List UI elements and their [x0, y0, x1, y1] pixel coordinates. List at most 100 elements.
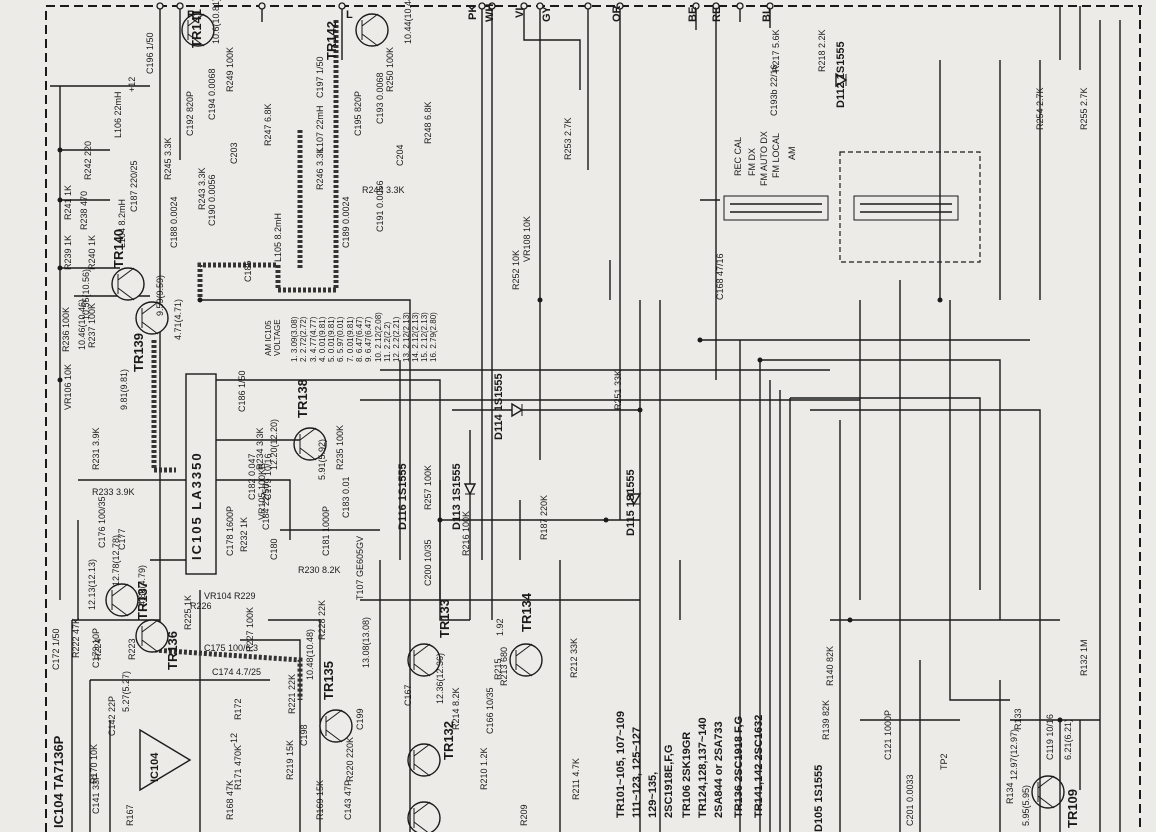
label-tr138: TR138 — [295, 378, 310, 418]
voltage-c: 9.81(9.81) — [119, 368, 129, 410]
label-tr109: TR109 — [1065, 788, 1080, 828]
label-r241: R241 1K — [63, 184, 73, 220]
label-vr108: VR108 10K — [522, 215, 532, 262]
label-r247: R247 6.8K — [263, 103, 273, 146]
label-tr136: TR136 — [165, 630, 180, 670]
note-8: TR136 2SC1918 F,G — [733, 715, 745, 818]
voltage-b: 10.46(10.46) — [77, 298, 87, 350]
label-r248: R248 6.8K — [423, 101, 433, 144]
label-r239: R239 1K — [63, 234, 73, 270]
voltage-g: 12.78(12.78) — [111, 534, 121, 586]
label-c187: C187 220/25 — [129, 160, 139, 212]
switch-label-fm-auto-dx: FM AUTO DX — [759, 131, 769, 186]
label-r238: R238 470 — [79, 190, 89, 230]
voltage-m: 12.97(12.97) — [1009, 728, 1019, 780]
switch-label-fm-dx: FM DX — [747, 148, 757, 176]
label-c175: C175 100/6.3 — [204, 643, 259, 653]
label-minus12: -12 — [229, 732, 239, 746]
bus-label-gy: GY — [541, 6, 553, 22]
label-c141: C141 33P — [91, 773, 101, 814]
label-c167: C167 — [403, 684, 413, 706]
label-c183: C183 0.01 — [341, 476, 351, 518]
label-c201: C201 0.0033 — [905, 774, 915, 826]
label-r253: R253 2.7K — [563, 117, 573, 160]
label-r140: R140 82K — [825, 645, 835, 686]
label-tr134: TR134 — [519, 592, 534, 632]
voltage-o: 1.92 — [495, 618, 505, 636]
switch-label-rec-cal: REC CAL — [733, 136, 743, 176]
label-r171: R171 470K — [233, 744, 243, 790]
label-l105: L105 8.2mH — [273, 212, 283, 262]
label-c193: C193 0.0068 — [375, 72, 385, 124]
note-1: TR101~105, 107~109 — [615, 710, 627, 818]
label-r220: R220 220K — [345, 736, 355, 782]
bus-label-bl: BL — [761, 7, 773, 22]
label-plus12: +12 — [127, 76, 137, 92]
label-r132: R132 1M — [1079, 639, 1089, 676]
label-r213: R213 680 — [499, 646, 509, 686]
label-c194: C194 0.0068 — [207, 68, 217, 120]
label-t107: T107 GE605GV — [355, 535, 365, 600]
label-r226: R226 — [190, 601, 212, 611]
label-l107: L107 22mH — [315, 105, 325, 152]
label-d115: D115 1S1555 — [625, 469, 637, 536]
bus-label-or: OR — [611, 5, 623, 23]
label-r214: R214 8.2K — [451, 687, 461, 730]
label-c189: C189 0.0024 — [341, 196, 351, 248]
label-r223: R223 — [127, 638, 137, 660]
label-c191: C191 0.0056 — [375, 180, 385, 232]
label-r250: R250 100K — [385, 46, 395, 92]
voltage-tr141: 10.6(10.81) — [211, 0, 221, 44]
bus-label-l: L — [346, 9, 353, 21]
label-r254: R254 2.7K — [1035, 87, 1045, 130]
bus-label-be: BE — [687, 6, 699, 22]
label-r133: R133 — [1013, 708, 1023, 730]
label-l104: L104 8.2mH — [117, 198, 127, 248]
label-d114: D114 1S1555 — [493, 373, 505, 440]
label-c198: C198 — [299, 724, 309, 746]
label-c204: C204 — [395, 144, 405, 166]
label-r210: R210 1.2K — [479, 747, 489, 790]
label-tr135: TR135 — [321, 660, 336, 700]
note-6: TR124,128,137~140 — [697, 717, 709, 818]
voltage-table-title: AM IC105 VOLTAGE — [264, 319, 283, 356]
transistor-symbols — [105, 13, 1065, 832]
voltage-table: 1. 3.09(3.08) 2. 2.72(2.72) 3. 4.77(4.77… — [290, 312, 439, 362]
label-r134: R134 — [1005, 782, 1015, 804]
label-r235: R235 100K — [335, 424, 345, 470]
label-c203: C203 — [229, 142, 239, 164]
label-c190: C190 0.0056 — [207, 174, 217, 226]
note-9: TR141,142 2SC1632 — [753, 714, 765, 818]
label-r257: R257 100K — [423, 464, 433, 510]
frame-dashed-left-top — [45, 5, 1142, 832]
label-r209: R209 — [519, 804, 529, 826]
label-r219: R219 15K — [285, 739, 295, 780]
label-r246: R246 3.3K — [315, 147, 325, 190]
bus-junction-rings — [156, 2, 774, 10]
label-r249: R249 100K — [225, 46, 235, 92]
voltage-q: 6.21(6.21) — [1063, 718, 1073, 760]
label-ic104: IC104 — [149, 752, 161, 782]
voltage-n: 10.48(10.48) — [305, 628, 315, 680]
label-d105: D105 1S1555 — [813, 764, 825, 832]
label-r225: R225 1K — [183, 594, 193, 630]
bus-label-wh: WH — [484, 3, 496, 22]
label-r242: R242 220 — [83, 140, 93, 180]
label-c181: C181 1000P — [321, 505, 331, 556]
label-c197: C197 1/50 — [315, 56, 325, 98]
label-r216: R216 100K — [461, 510, 471, 556]
label-c173: C173 10P — [91, 627, 101, 668]
label-r251: R251 33K — [613, 369, 623, 410]
top-bus-wires — [159, 6, 1081, 640]
label-r212: R212 33K — [569, 637, 579, 678]
label-ic105: IC105 LA3350 — [189, 451, 204, 560]
label-r169: R169 15K — [315, 779, 325, 820]
label-ic104-part: IC104 TA7136P — [51, 735, 66, 828]
label-c186: C186 1/50 — [237, 370, 247, 412]
note-3: 129~135, — [647, 771, 659, 818]
label-r244: R244 3.3K — [362, 185, 405, 195]
voltage-j: 12.20(12.20) — [269, 418, 279, 470]
voltage-d: 9.59(9.59) — [155, 274, 165, 316]
label-r222: R222 47K — [71, 617, 81, 658]
